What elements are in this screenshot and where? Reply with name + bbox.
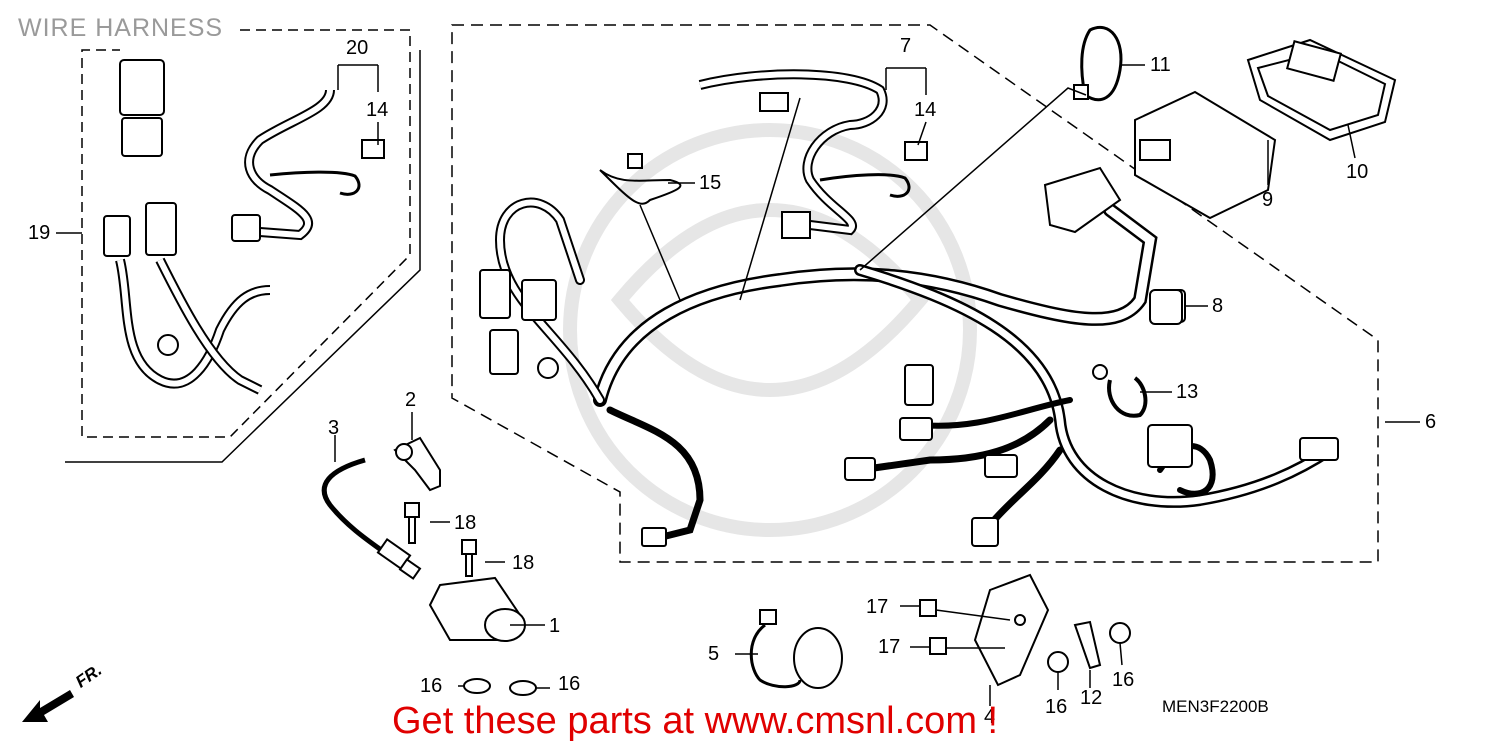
main-harness-frame <box>451 24 1379 563</box>
callout-11: 11 <box>1150 54 1171 76</box>
callout-13: 13 <box>1176 381 1199 403</box>
callout-7: 7 <box>900 35 912 57</box>
callout-16-d: 16 <box>1112 669 1135 691</box>
callout-20: 20 <box>346 37 369 59</box>
connectors <box>479 166 1339 547</box>
callout-17-b: 17 <box>878 636 901 658</box>
callout-17-a: 17 <box>866 596 889 618</box>
callout-14-a: 14 <box>366 99 389 121</box>
callout-18-a: 18 <box>454 512 477 534</box>
callout-14-b: 14 <box>914 99 937 121</box>
callout-16-b: 16 <box>558 673 581 695</box>
diagram-title: WIRE HARNESS <box>18 14 224 42</box>
callout-16-a: 16 <box>420 675 443 697</box>
diagram-code: MEN3F2200B <box>1162 697 1269 716</box>
callout-4: 4 <box>984 706 996 728</box>
front-arrow-icon <box>22 690 74 722</box>
leader-lines <box>56 64 1420 706</box>
callout-15: 15 <box>699 172 722 194</box>
promo-link[interactable]: Get these parts at www.cmsnl.com ! <box>392 700 999 742</box>
callout-10: 10 <box>1346 161 1369 183</box>
small-parts <box>321 26 1397 696</box>
sub-harness-frame <box>65 29 421 463</box>
callout-5: 5 <box>708 643 720 665</box>
callout-8: 8 <box>1212 295 1224 317</box>
callout-1: 1 <box>549 615 561 637</box>
item-7-harness <box>698 69 928 239</box>
main-wire-harness <box>494 197 1336 544</box>
item-19-20-harness <box>103 59 385 395</box>
callout-3: 3 <box>328 417 340 439</box>
callout-19: 19 <box>28 222 51 244</box>
callout-9: 9 <box>1262 189 1274 211</box>
callout-2: 2 <box>405 389 417 411</box>
callout-16-c: 16 <box>1045 696 1068 718</box>
callout-18-b: 18 <box>512 552 535 574</box>
callout-12: 12 <box>1080 687 1103 709</box>
callout-6: 6 <box>1425 411 1437 433</box>
watermark <box>563 123 977 537</box>
